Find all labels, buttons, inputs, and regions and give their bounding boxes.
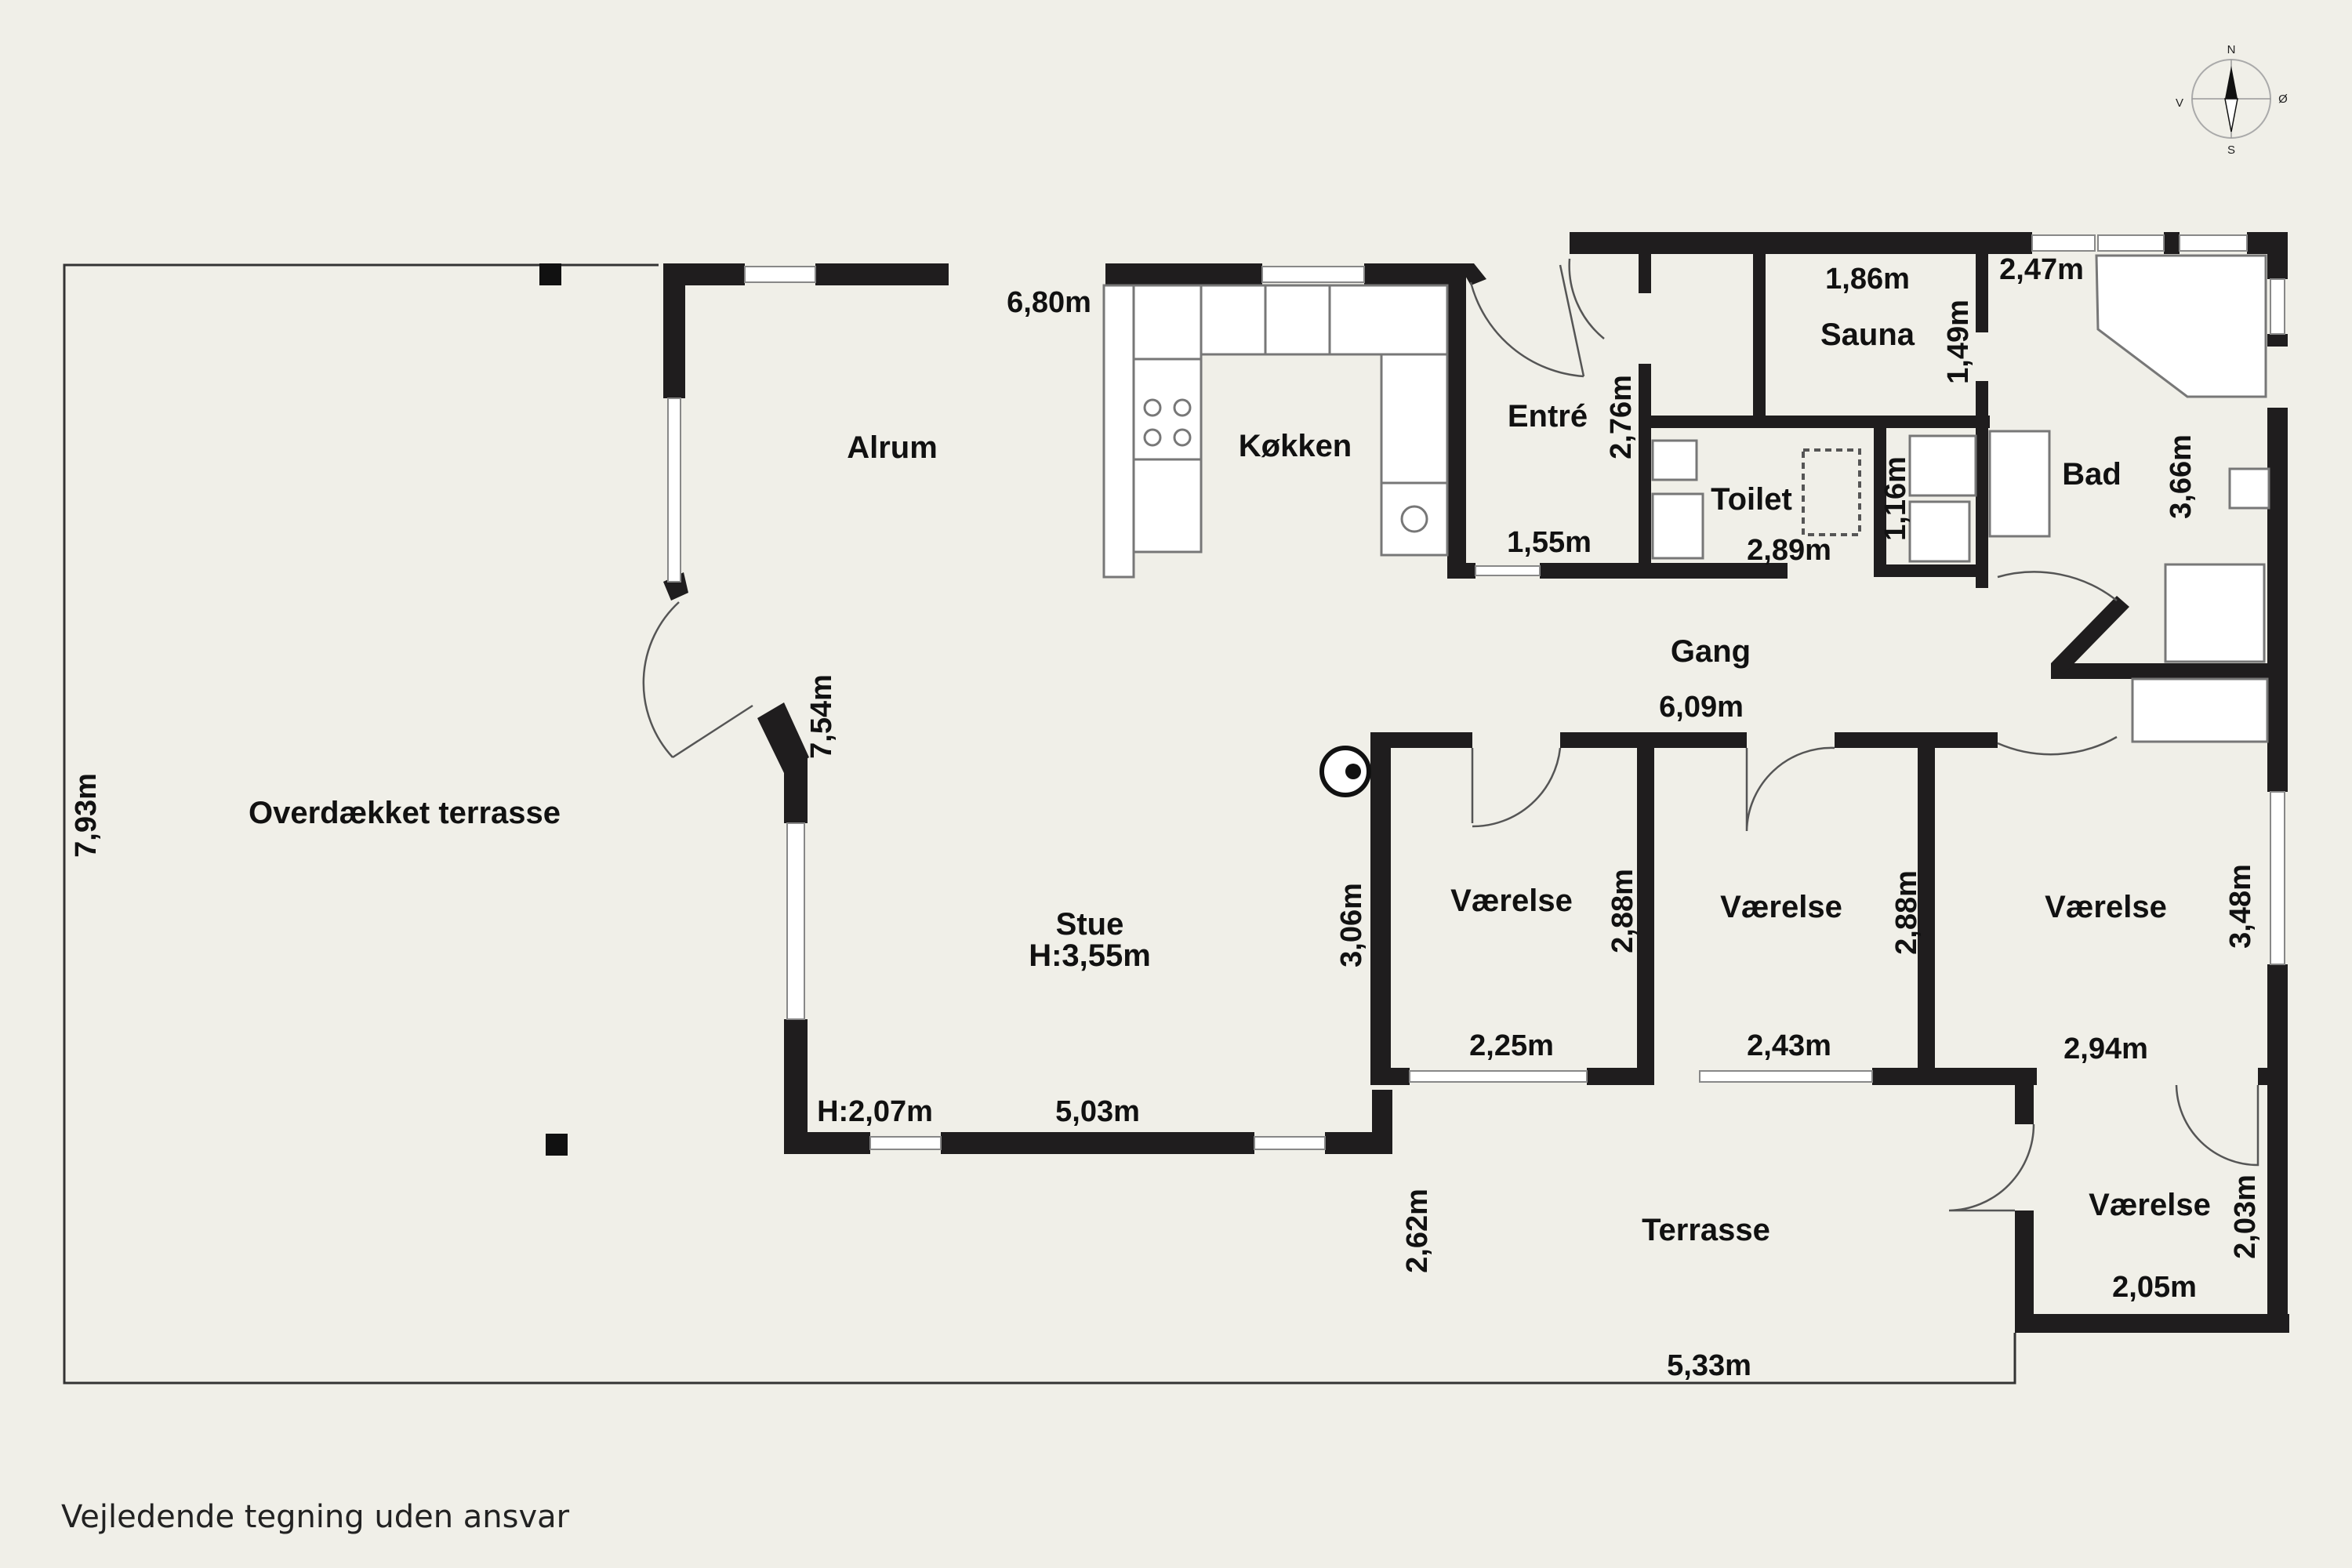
terrace-post bbox=[539, 263, 561, 285]
dim-bad-width: 2,47m bbox=[1999, 253, 2084, 286]
dim-terrasse-width: 5,33m bbox=[1667, 1349, 1751, 1382]
room-label-kokken: Køkken bbox=[1239, 429, 1352, 463]
compass-north: N bbox=[2227, 43, 2236, 56]
kitchen-counter bbox=[1380, 353, 1449, 485]
terrace-post bbox=[546, 1134, 568, 1156]
compass-east: Ø bbox=[2278, 93, 2288, 106]
dim-toilet-width: 2,89m bbox=[1747, 534, 1831, 567]
disclaimer-text: Vejledende tegning uden ansvar bbox=[61, 1499, 570, 1535]
bath-cabinet bbox=[2131, 677, 2269, 743]
room-label-vaerelse-4: Værelse bbox=[2089, 1188, 2211, 1222]
dim-stue-width: 5,03m bbox=[1055, 1095, 1140, 1128]
bath-sink bbox=[1988, 430, 2051, 538]
room-label-alrum: Alrum bbox=[847, 430, 938, 465]
doors bbox=[642, 258, 2259, 1212]
kitchen-counter bbox=[1328, 284, 1449, 356]
room-label-vaerelse-3: Værelse bbox=[2045, 890, 2167, 924]
room-label-terrasse: Terrasse bbox=[1642, 1213, 1770, 1247]
dim-sauna-height: 1,49m bbox=[1942, 299, 1975, 384]
dim-v1-width: 2,25m bbox=[1469, 1029, 1554, 1062]
room-label-stue: Stue bbox=[1056, 907, 1124, 942]
dim-entre-height: 2,76m bbox=[1605, 375, 1638, 459]
dim-alrum-width: 6,80m bbox=[1007, 286, 1091, 319]
dim-terrasse-height: 2,62m bbox=[1401, 1189, 1434, 1273]
utility-unit bbox=[1908, 434, 1977, 497]
bath-toilet bbox=[2228, 467, 2270, 510]
bathtub bbox=[2095, 254, 2267, 398]
dim-bad-height: 3,66m bbox=[2165, 434, 2198, 519]
toilet-sink bbox=[1651, 492, 1704, 560]
dim-entre-width: 1,55m bbox=[1507, 526, 1592, 559]
room-label-overdaekket-terrasse: Overdækket terrasse bbox=[249, 796, 561, 830]
dim-v4-width: 2,05m bbox=[2112, 1271, 2197, 1304]
dim-stue-window-height: H:2,07m bbox=[817, 1095, 933, 1128]
room-height-stue: H:3,55m bbox=[1029, 938, 1151, 973]
room-label-bad: Bad bbox=[2062, 457, 2122, 492]
kitchen-counter bbox=[1102, 284, 1135, 579]
shower bbox=[2164, 563, 2266, 663]
dim-v2-width: 2,43m bbox=[1747, 1029, 1831, 1062]
kitchen-counter bbox=[1132, 458, 1203, 554]
toilet-fixture bbox=[1651, 439, 1698, 481]
dim-v2-height: 2,88m bbox=[1890, 870, 1923, 955]
dim-v3-height: 3,48m bbox=[2224, 864, 2257, 949]
utility-unit bbox=[1908, 500, 1971, 563]
room-label-sauna: Sauna bbox=[1820, 318, 1915, 352]
kitchen-counter bbox=[1200, 284, 1267, 356]
dim-v3-width: 2,94m bbox=[2063, 1033, 2148, 1065]
dim-gang-length: 6,09m bbox=[1659, 691, 1744, 724]
compass-west: V bbox=[2176, 96, 2183, 110]
dim-toilet-height: 1,16m bbox=[1879, 456, 1912, 541]
compass-icon: N S Ø V bbox=[2176, 43, 2288, 157]
walls bbox=[663, 232, 2289, 1333]
dim-sauna-width: 1,86m bbox=[1825, 263, 1910, 296]
compass-south: S bbox=[2227, 143, 2235, 157]
dimension-labels: 7,93m 6,80m 7,54m 5,03m H:2,07m 3,06m 2,… bbox=[70, 253, 2262, 1382]
room-label-gang: Gang bbox=[1671, 634, 1751, 669]
room-labels: Overdækket terrasse Alrum Køkken Entré S… bbox=[249, 318, 2211, 1247]
room-label-vaerelse-2: Værelse bbox=[1720, 890, 1842, 924]
dim-v4-height: 2,03m bbox=[2229, 1174, 2262, 1259]
dim-stue-side: 3,06m bbox=[1335, 883, 1368, 967]
dim-v1-height: 2,88m bbox=[1606, 869, 1639, 953]
windows bbox=[667, 234, 2285, 1150]
shower-tray bbox=[1802, 448, 1861, 536]
room-label-toilet: Toilet bbox=[1711, 482, 1792, 517]
dim-stue-length: 7,54m bbox=[805, 674, 838, 759]
dim-terrace-height: 7,93m bbox=[70, 773, 103, 858]
terrace-outline bbox=[63, 263, 2016, 1385]
room-label-vaerelse-1: Værelse bbox=[1450, 884, 1573, 918]
kitchen-counter bbox=[1132, 284, 1203, 361]
kitchen-sink bbox=[1264, 284, 1331, 356]
room-label-entre: Entré bbox=[1508, 399, 1588, 434]
fixtures bbox=[1102, 254, 2270, 797]
